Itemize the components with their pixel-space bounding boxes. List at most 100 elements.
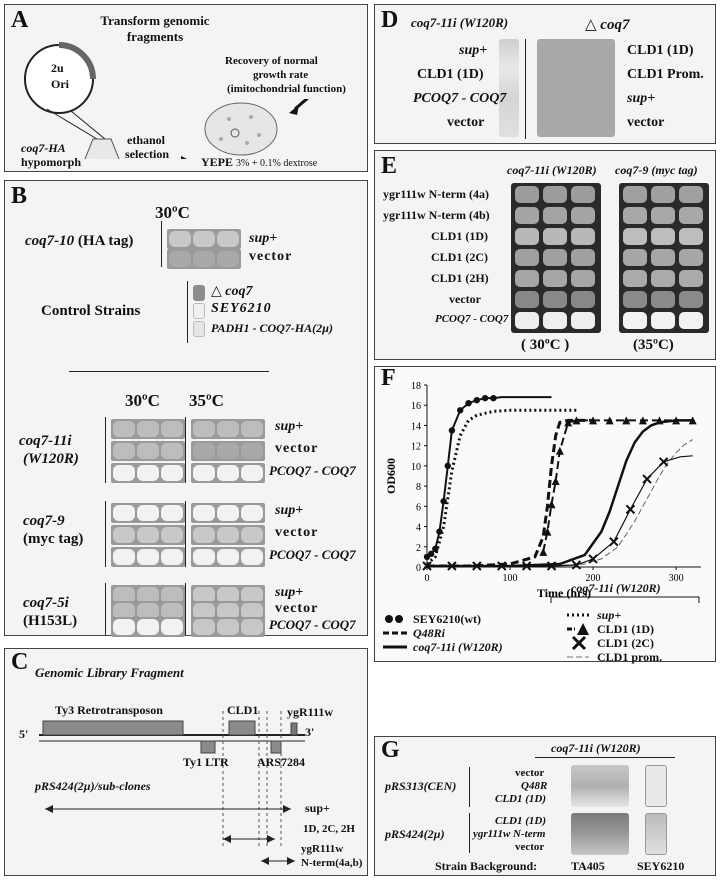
y-tick-label: 18 — [411, 381, 421, 392]
c-nterm: N-term(4a,b) — [301, 857, 363, 869]
data-point — [609, 537, 619, 547]
data-point — [547, 500, 556, 509]
series-line-cld1-prom- — [427, 439, 693, 567]
e-spot — [543, 186, 567, 203]
b-row1-35-pcoq7 — [191, 463, 265, 483]
b-row3-label-3: PCOQ7 - COQ7 — [269, 617, 356, 632]
c-ty3: Ty3 Retrotransposon — [55, 703, 163, 717]
data-point — [497, 561, 507, 571]
c-ygr: ygR111w — [287, 705, 334, 719]
panel-f-label: F — [381, 365, 396, 391]
panel-b: B 30ºC coq7-10 (HA tag) sup+ vector Cont… — [4, 180, 368, 637]
selection-text: selection — [125, 147, 169, 161]
spot-sey6210 — [193, 303, 205, 319]
b-row1-label-3: PCOQ7 - COQ7 — [269, 463, 356, 478]
b-row3-strain: coq7-5i — [23, 595, 69, 611]
legend-sup: sup+ — [597, 608, 622, 622]
b-row2-35-pcoq7 — [191, 547, 265, 567]
d-right-3: sup+ — [627, 91, 656, 106]
data-point — [622, 416, 631, 425]
data-point — [642, 474, 652, 484]
e-temp-2: (35ºC) — [633, 337, 674, 353]
e-spot — [623, 270, 647, 287]
bracket-control — [187, 281, 188, 343]
b-row1-30-sup — [111, 419, 185, 439]
b-row3-30-pcoq7 — [111, 617, 185, 637]
c-ars: ARS7284 — [257, 755, 306, 769]
g-g1-1: vector — [515, 767, 545, 779]
legend-right-title: coq7-11i (W120R) — [571, 581, 661, 595]
e-spot — [623, 207, 647, 224]
b-row1-bracket — [105, 417, 106, 483]
e-spot — [571, 228, 595, 245]
b-row2-bracket — [105, 501, 106, 567]
e-spot — [679, 312, 703, 329]
b-row3-30-vector — [111, 601, 185, 621]
coq7-10-label: coq7-10 (HA tag) — [25, 233, 133, 250]
b-row1-divider — [185, 417, 186, 483]
g-bracket-1 — [469, 767, 470, 807]
e-spot — [651, 312, 675, 329]
c-ygr2: ygR111w — [301, 843, 344, 855]
y-tick-label: 0 — [416, 563, 421, 574]
y-tick-label: 14 — [411, 421, 421, 432]
panel-b-label: B — [11, 183, 28, 209]
yepe-sub: 3% + 0.1% dextrose — [236, 158, 318, 169]
b-row3-sub: (H153L) — [23, 613, 78, 629]
b-row2-strain: coq7-9 — [23, 513, 65, 529]
g-bracket-2 — [469, 813, 470, 853]
data-point — [588, 554, 598, 564]
series-line-sup- — [426, 408, 577, 566]
b-row3-label-1: sup+ — [275, 585, 304, 600]
x-tick-label: 100 — [503, 573, 518, 584]
e-row-1: ygr111w N-term (4a) — [383, 187, 489, 201]
b-row3-divider — [185, 583, 186, 635]
yepe-text: YEPE 3% + 0.1% dextrose — [201, 155, 317, 170]
panel-g-label: G — [381, 737, 400, 763]
e-spot — [543, 270, 567, 287]
b-row3-30-sup — [111, 585, 185, 605]
x-tick-label: 0 — [425, 573, 430, 584]
data-point — [572, 416, 581, 425]
e-spot — [623, 186, 647, 203]
data-point — [472, 561, 482, 571]
series-line-cld1-1d- — [542, 419, 693, 553]
bracket-coq7-10 — [161, 221, 162, 267]
b-row2-30-vector — [111, 525, 185, 545]
delta-coq7-label: △ coq7 — [211, 284, 253, 299]
ethanol-text: ethanol — [127, 133, 166, 147]
d-left-4: vector — [447, 115, 485, 130]
b-row1-label-1: sup+ — [275, 419, 304, 434]
c-three: 3' — [305, 725, 315, 739]
x-tick-label: 300 — [669, 573, 684, 584]
g-sey6210: SEY6210 — [637, 859, 685, 873]
b-row1-35-vector — [191, 441, 265, 461]
b-row2-sub: (myc tag) — [23, 531, 84, 547]
data-point — [555, 446, 564, 455]
e-spot — [543, 312, 567, 329]
b-vector-label: vector — [249, 249, 293, 264]
data-point — [564, 418, 573, 427]
e-row-3: CLD1 (1D) — [431, 229, 488, 243]
d-right-4: vector — [627, 115, 665, 130]
data-point — [521, 561, 532, 571]
g-prs313: pRS313(CEN) — [385, 779, 457, 793]
g-g2-1: CLD1 (1D) — [495, 815, 547, 827]
recovery-line-2: growth rate — [253, 69, 309, 81]
b-row1-35-sup — [191, 419, 265, 439]
y-tick-label: 8 — [416, 482, 421, 493]
e-spot — [515, 312, 539, 329]
temp-35-label: 35ºC — [189, 391, 224, 410]
panel-a: A Transform genomic fragments 2u Ori Rec… — [4, 4, 368, 172]
legend-glyphs — [383, 596, 700, 658]
panel-e-label: E — [381, 153, 398, 179]
coq7-10-name: coq7-10 — [25, 233, 75, 249]
recovery-line-1: Recovery of normal — [225, 55, 318, 67]
g-ta405: TA405 — [571, 859, 605, 873]
b-row3-bracket — [105, 583, 106, 635]
data-point — [473, 396, 481, 404]
control-strains-label: Control Strains — [41, 303, 141, 319]
e-temp-1: ( 30ºC ) — [521, 337, 570, 353]
transform-text: Transform genomic fragments — [100, 13, 210, 44]
